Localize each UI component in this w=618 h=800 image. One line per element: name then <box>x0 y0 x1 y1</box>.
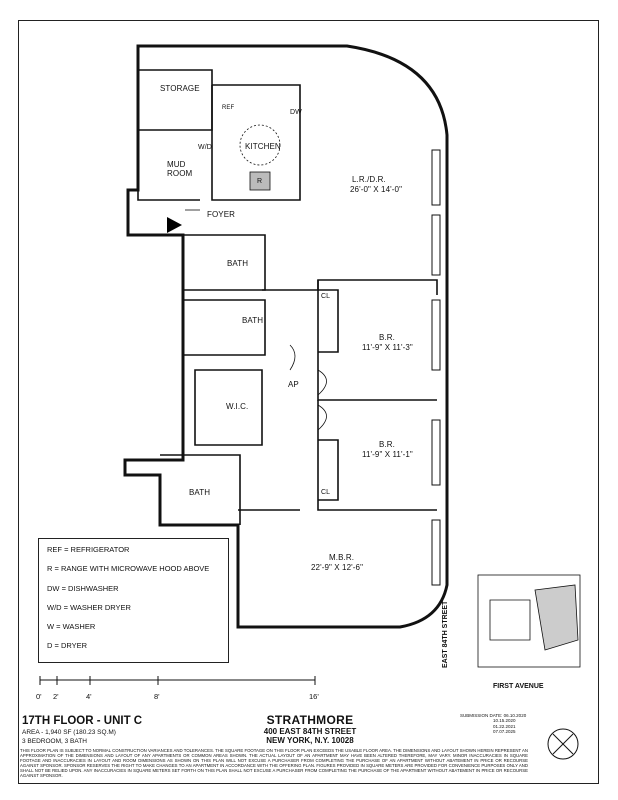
submission-date: 10.15.2020 <box>493 718 516 724</box>
label-cl-2: CL <box>321 489 331 496</box>
room-storage: STORAGE <box>160 84 200 93</box>
label-ap: AP <box>288 380 299 389</box>
bath1-wall <box>183 234 266 291</box>
label-cl-1: CL <box>321 293 331 300</box>
disclaimer: THIS FLOOR PLAN IS SUBJECT TO NORMAL CON… <box>20 748 528 779</box>
submission-date: 01.22.2021 <box>493 723 516 729</box>
room-br2-dims: 11'-9" X 11'-1" <box>362 450 413 459</box>
exterior-wall <box>123 44 449 629</box>
scale-label: 0' <box>36 692 42 701</box>
room-br2-name: B.R. <box>379 440 395 449</box>
scale-bar <box>39 676 316 685</box>
br1-wall <box>317 280 437 401</box>
room-wic: W.I.C. <box>226 402 249 411</box>
legend-item: DW = DISHWASHER <box>47 583 119 593</box>
room-mud: MUD <box>167 160 186 169</box>
wic-wall <box>194 369 263 446</box>
room-bath-1: BATH <box>227 259 249 268</box>
submission-date: 07.07.2025 <box>493 729 516 735</box>
scale-label: 8' <box>154 692 160 701</box>
scale-label: 16' <box>309 692 319 701</box>
bath3-wall <box>160 454 241 525</box>
room-kitchen: KITCHEN <box>245 142 281 151</box>
label-wd: W/D <box>198 144 212 151</box>
street-label: EAST 84TH STREET <box>442 600 449 668</box>
room-living-dims: 26'-0" X 14'-0" <box>350 185 403 194</box>
sheet-border <box>18 20 599 784</box>
br2-wall <box>317 400 437 511</box>
room-living-name: L.R./D.R. <box>352 175 386 184</box>
mudroom-wall <box>137 130 200 201</box>
unit-area: AREA - 1,940 SF (180.23 SQ.M) <box>22 729 116 736</box>
building-address-2: NEW YORK, N.Y. 10028 <box>266 736 354 745</box>
room-bath-2: BATH <box>242 316 264 325</box>
scale-label: 2' <box>53 692 59 701</box>
room-foyer: FOYER <box>207 210 236 219</box>
key-plan-street-horizontal: FIRST AVENUE <box>493 683 544 690</box>
storage-wall <box>138 69 213 131</box>
legend-item: W = WASHER <box>47 622 96 632</box>
corridor-wall <box>262 279 438 295</box>
bath2-wall <box>183 299 266 356</box>
label-dw: DW <box>290 109 302 116</box>
building-name: STRATHMORE <box>266 713 354 727</box>
room-mud-2: ROOM <box>167 169 193 178</box>
north-arrow <box>547 728 579 760</box>
key-plan <box>477 574 581 668</box>
submission-label: SUBMISSION DATE: 06.10.2020 <box>460 713 527 718</box>
scale-label: 4' <box>86 692 92 701</box>
cl1-wall <box>318 289 339 353</box>
legend: REF = REFRIGERATOR R = RANGE WITH MICROW… <box>38 538 229 663</box>
room-br1-name: B.R. <box>379 333 395 342</box>
cl2-wall <box>318 439 339 501</box>
legend-item: W/D = WASHER DRYER <box>47 602 131 612</box>
label-ref: REF <box>222 105 235 111</box>
room-mbr-name: M.B.R. <box>329 553 355 562</box>
label-range: R <box>257 178 263 185</box>
room-br1-dims: 11'-9" X 11'-3" <box>362 343 413 352</box>
legend-item: D = DRYER <box>47 641 88 651</box>
submission-dates: SUBMISSION DATE: 06.10.2020 10.15.2020 0… <box>460 713 526 735</box>
kitchen-wall <box>211 84 301 201</box>
legend-item: REF = REFRIGERATOR <box>47 545 130 554</box>
unit-beds: 3 BEDROOM, 3 BATH <box>22 738 87 745</box>
legend-item: R = RANGE WITH MICROWAVE HOOD ABOVE <box>47 564 210 574</box>
room-bath-3: BATH <box>189 488 211 497</box>
building-address-1: 400 EAST 84TH STREET <box>263 727 357 736</box>
room-mbr-dims: 22'-9" X 12'-6" <box>311 563 364 572</box>
entry-arrow <box>167 217 182 233</box>
unit-title: 17TH FLOOR - UNIT C <box>22 715 143 727</box>
